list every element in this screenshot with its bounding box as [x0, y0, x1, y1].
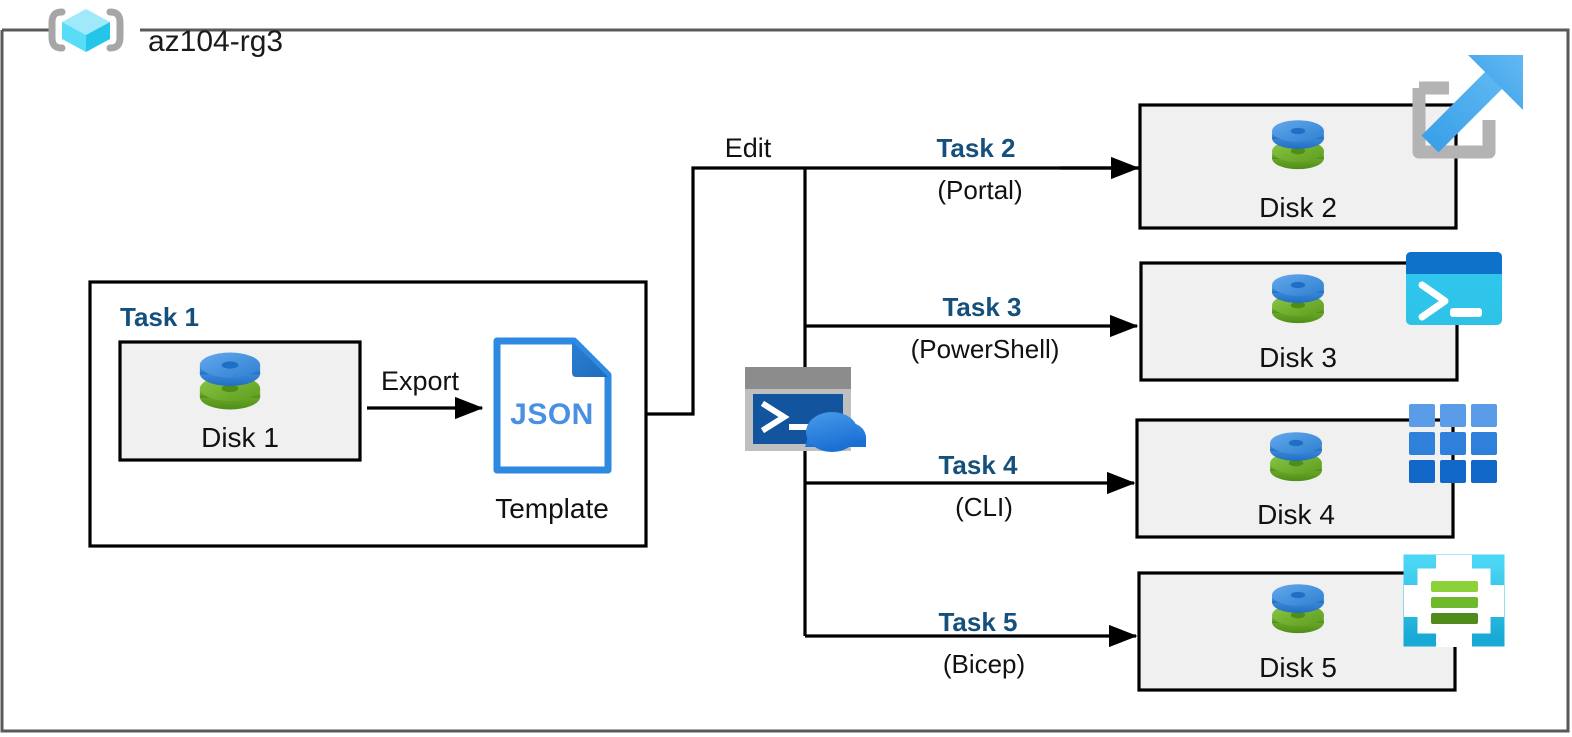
task2-label: Task 2 — [936, 133, 1015, 163]
task2-method-label: (Portal) — [937, 175, 1022, 205]
disk1-label: Disk 1 — [201, 422, 279, 453]
azure-portal-icon[interactable] — [1412, 55, 1523, 159]
task5-method-label: (Bicep) — [943, 649, 1025, 679]
task4-method-label: (CLI) — [955, 492, 1013, 522]
bicep-file-icon[interactable] — [1403, 554, 1505, 647]
managed-disk-icon — [1270, 432, 1322, 482]
managed-disk-icon — [1272, 274, 1324, 324]
json-file-type-label: JSON — [510, 398, 594, 431]
edit-edge-label: Edit — [725, 133, 772, 163]
powershell-icon[interactable] — [1406, 252, 1502, 325]
disk2-label: Disk 2 — [1259, 192, 1337, 223]
export-edge-label: Export — [381, 366, 460, 396]
resource-group-title: az104-rg3 — [148, 25, 283, 58]
json-file-icon[interactable]: JSON — [493, 337, 612, 474]
disk4-tile[interactable]: Disk 4 — [1135, 418, 1455, 539]
azure-cli-grid-icon[interactable] — [1409, 404, 1497, 483]
cloud-shell-icon[interactable] — [745, 367, 867, 452]
task3-label: Task 3 — [942, 292, 1021, 322]
disk3-label: Disk 3 — [1259, 342, 1337, 373]
managed-disk-icon — [1272, 120, 1324, 170]
managed-disk-icon — [199, 352, 261, 410]
disk5-tile[interactable]: Disk 5 — [1137, 571, 1457, 692]
task5-label: Task 5 — [938, 607, 1017, 637]
disk3-tile[interactable]: Disk 3 — [1139, 261, 1459, 382]
managed-disk-icon — [1272, 584, 1324, 634]
resource-group-cube-icon — [48, 8, 124, 52]
task1-label: Task 1 — [120, 302, 199, 332]
task3-method-label: (PowerShell) — [911, 334, 1060, 364]
task4-label: Task 4 — [938, 450, 1018, 480]
template-label: Template — [495, 493, 609, 524]
resource-group-frame — [0, 28, 1570, 733]
disk4-label: Disk 4 — [1257, 499, 1335, 530]
disk1-tile[interactable]: Disk 1 — [118, 340, 362, 462]
edit-connector-top — [646, 166, 1140, 416]
disk2-tile[interactable]: Disk 2 — [1138, 103, 1458, 230]
disk5-label: Disk 5 — [1259, 652, 1337, 683]
